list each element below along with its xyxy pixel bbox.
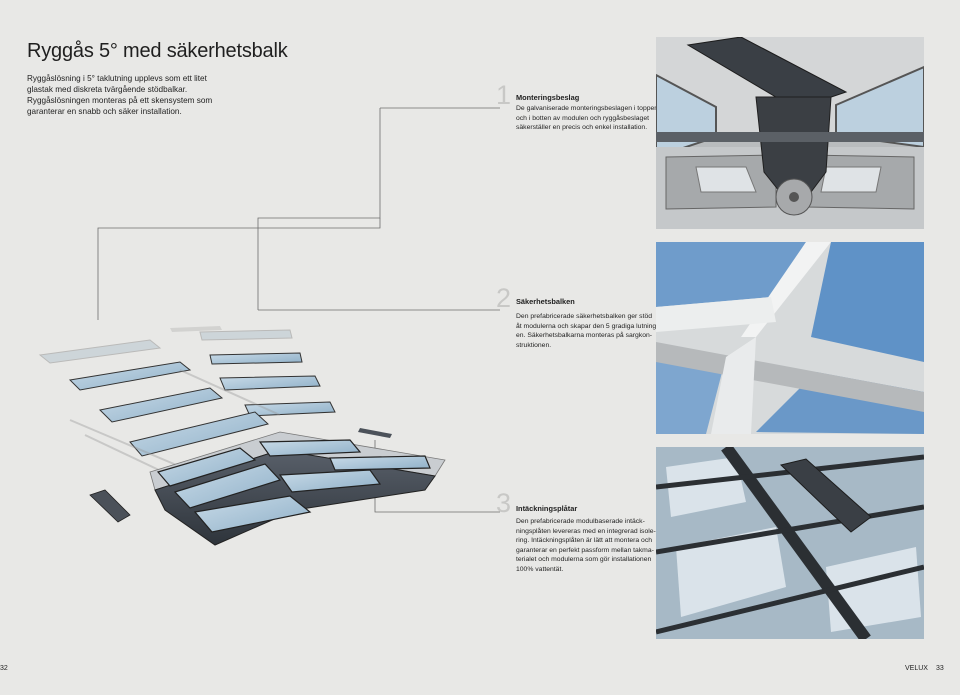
step-body: Den prefabricerade modulbaserade intäck-… bbox=[516, 517, 656, 574]
page-number-right: 33 bbox=[935, 665, 944, 672]
step-body-line: struktionen. bbox=[516, 341, 552, 349]
step-title: Intäckningsplåtar bbox=[516, 504, 578, 513]
step-body-line: åt modulerna och skapar den 5 gradiga lu… bbox=[516, 322, 659, 330]
page-title: Ryggås 5° med säkerhetsbalk bbox=[27, 40, 288, 62]
step-1: 1 bbox=[496, 82, 511, 109]
step-body: Den prefabricerade säkerhetsbalken ger s… bbox=[516, 312, 658, 350]
step-body-line: Den prefabricerade säkerhetsbalken ger s… bbox=[516, 313, 653, 320]
photo-mounting-bracket bbox=[656, 37, 924, 229]
photo-cover-plates bbox=[656, 447, 924, 639]
step-body: De galvaniserade monteringsbeslagen i to… bbox=[516, 104, 658, 133]
step-body-line: garanterar en perfekt passform mellan ta… bbox=[516, 546, 654, 554]
step-title: Säkerhetsbalken bbox=[516, 297, 575, 306]
photo-safety-beam bbox=[656, 242, 924, 434]
step-body-line: säkerställer en precis och enkel install… bbox=[516, 124, 648, 131]
step-number: 3 bbox=[496, 488, 512, 518]
brand-name: VELUX bbox=[905, 665, 928, 672]
step-title: Monteringsbeslag bbox=[516, 93, 580, 102]
step-body-line: terialet och modulerna som gör installat… bbox=[516, 556, 652, 563]
footer-right: VELUX 33 bbox=[905, 665, 944, 672]
intro-line: garanterar en snabb och säker installati… bbox=[27, 107, 182, 116]
step-number: 1 bbox=[496, 80, 512, 110]
step-body-line: ningsplåten levereras med en integrerad … bbox=[516, 527, 656, 535]
step-body-line: 100% vattentät. bbox=[516, 565, 564, 573]
step-number: 2 bbox=[496, 283, 512, 313]
page-number-left: 32 bbox=[0, 665, 8, 672]
intro-text: Ryggåslösning i 5° taklutning upplevs so… bbox=[27, 73, 247, 117]
step-2: 2 bbox=[496, 285, 511, 312]
step-body-line: och i botten av modulen och ryggåsbeslag… bbox=[516, 114, 650, 122]
exploded-roof-illustration bbox=[38, 326, 446, 546]
step-3: 3 bbox=[496, 490, 511, 517]
step-body-line: ring. Intäckningsplåten är lätt att mont… bbox=[516, 537, 653, 544]
step-body-line: De galvaniserade monteringsbeslagen i to… bbox=[516, 105, 659, 112]
intro-line: Ryggåslösningen monteras på ett skensyst… bbox=[27, 96, 213, 105]
intro-line: glastak med diskreta tvärgående stödbalk… bbox=[27, 85, 188, 94]
step-body-line: Den prefabricerade modulbaserade intäck- bbox=[516, 518, 645, 525]
step-body-line: en. Säkerhetsbalkarna monteras på sargko… bbox=[516, 332, 653, 339]
intro-line: Ryggåslösning i 5° taklutning upplevs so… bbox=[27, 74, 207, 83]
